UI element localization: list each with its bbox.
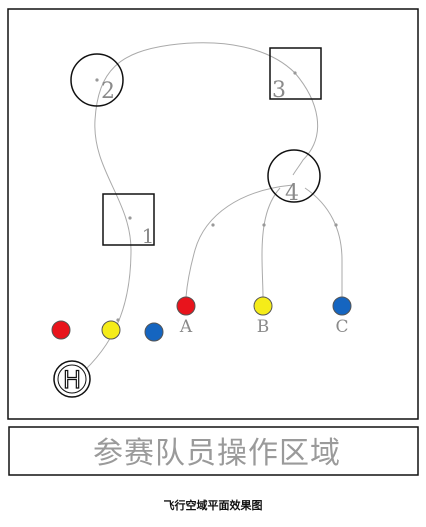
team-area-box	[8, 426, 419, 476]
station-ball	[253, 296, 273, 316]
waypoint-label: 1	[142, 224, 155, 248]
waypoint-3: 3	[269, 47, 322, 103]
station-label: C	[335, 317, 348, 337]
waypoint-2: 2	[70, 53, 124, 107]
helipad-inner-ring	[57, 364, 87, 394]
station-ball	[332, 296, 352, 316]
station-b: B	[253, 296, 273, 337]
waypoint-4: 4	[267, 149, 321, 206]
station-label: A	[179, 317, 193, 337]
station-label: B	[257, 317, 270, 337]
flight-path-to-a	[185, 184, 294, 298]
station-a: A	[176, 296, 196, 337]
helipad-letter: H	[63, 366, 81, 394]
waypoint-label: 2	[101, 79, 115, 104]
flight-area-border	[7, 8, 419, 420]
staging-ball-blue	[144, 322, 164, 342]
staging-ball-yellow	[101, 320, 121, 340]
staging-balls	[51, 320, 164, 342]
helipad-outer-ring	[53, 360, 91, 398]
flight-path-main	[84, 42, 318, 371]
waypoint-label: 3	[272, 78, 286, 103]
waypoint-label: 4	[285, 181, 299, 206]
waypoint-circle	[70, 53, 124, 107]
flight-path-to-b	[261, 187, 281, 298]
waypoint-circle	[267, 149, 321, 203]
team-area-label: 参赛队员操作区域	[93, 436, 341, 471]
helipad: H	[53, 360, 91, 398]
station-c: C	[332, 296, 352, 337]
station-ball	[176, 296, 196, 316]
figure-caption: 飞行空域平面效果图	[163, 499, 263, 512]
waypoint-square	[269, 47, 322, 100]
flight-path-to-c	[304, 187, 343, 297]
staging-ball-red	[51, 320, 71, 340]
waypoint-1: 1	[102, 193, 155, 248]
waypoint-square	[102, 193, 155, 246]
path-markers	[95, 71, 338, 322]
